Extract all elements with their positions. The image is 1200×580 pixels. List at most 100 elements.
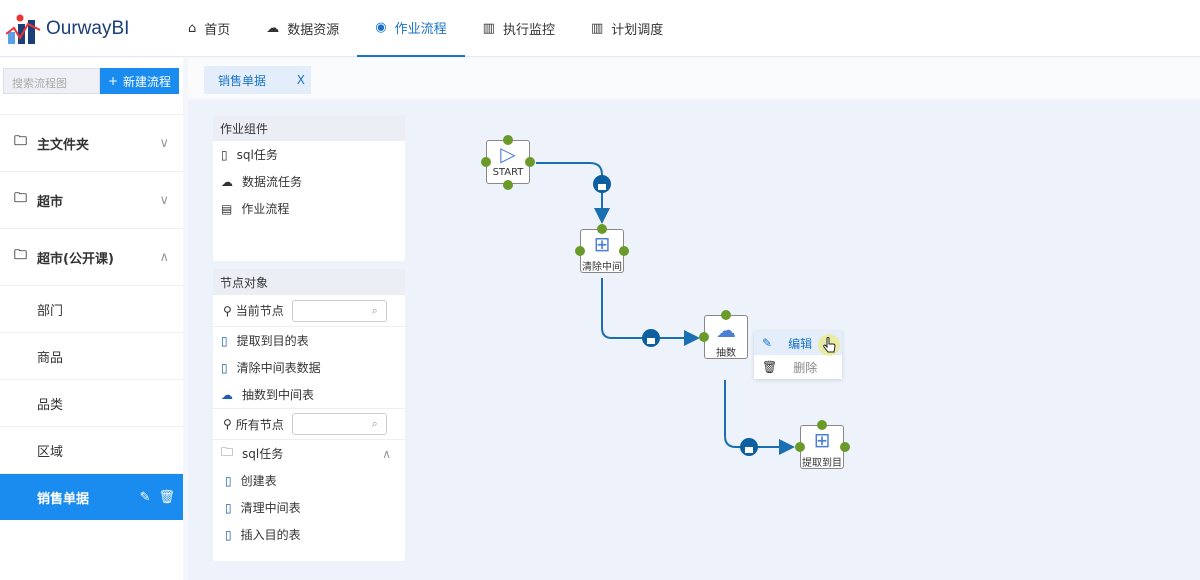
all-node-search[interactable]: ⌕ — [291, 413, 387, 435]
trash-icon[interactable]: 🗑 — [158, 489, 175, 505]
current-node-search[interactable]: ⌕ — [291, 299, 387, 322]
nav-label: 计划调度 — [611, 23, 664, 38]
port[interactable] — [481, 157, 491, 167]
node-label: 插入目的表 — [240, 528, 301, 542]
search-icon: ⌕ — [371, 417, 378, 430]
chart-icon: ▥ — [482, 21, 495, 36]
nav-schedule[interactable]: ▥ 计划调度 — [573, 0, 681, 57]
component-label: 作业流程 — [241, 202, 290, 216]
nav-data-resources[interactable]: ☁数据资源 — [248, 0, 357, 57]
port[interactable] — [795, 442, 805, 452]
flow-label: 销售单据 — [37, 491, 90, 507]
main-nav: ⌂首页 ☁数据资源 ◉作业流程 ▥ 执行监控 ▥ 计划调度 — [170, 0, 681, 57]
folder-main[interactable]: 🗀主文件夹∨ — [0, 114, 183, 171]
node-context-menu: ✎ 编辑 🗑删除 — [754, 331, 842, 379]
node-item[interactable]: ▯创建表 — [213, 467, 405, 494]
node-item[interactable]: ▯提取到目的表 — [213, 327, 405, 354]
hierarchy-icon: ⚲ — [223, 417, 232, 431]
edges — [536, 162, 795, 456]
group-label: sql任务 — [242, 447, 284, 461]
component-dataflow-task[interactable]: ☁数据流任务 — [213, 168, 405, 195]
menu-label: 编辑 — [788, 336, 813, 351]
component-workflow[interactable]: ▤ 作业流程 — [213, 195, 405, 222]
port[interactable] — [699, 332, 709, 342]
edit-icon: ✎ — [762, 336, 773, 350]
logo: OurwayBI — [6, 14, 129, 44]
edit-icon[interactable]: ✎ — [139, 489, 151, 505]
file-icon: ▯ — [221, 360, 228, 375]
chart-icon: ▥ — [590, 21, 604, 36]
all-nodes-label: 所有节点 — [235, 417, 284, 432]
current-nodes-label: 当前节点 — [235, 304, 284, 318]
nav-label: 作业流程 — [394, 22, 447, 37]
panel-title: 节点对象 — [213, 269, 405, 295]
nav-home[interactable]: ⌂首页 — [170, 0, 248, 57]
file-icon: ▯ — [225, 500, 232, 515]
file-icon: ▯ — [221, 333, 228, 348]
port[interactable] — [525, 157, 535, 167]
hand-cursor-icon — [818, 334, 840, 356]
node-label: 清除中间表数据 — [236, 361, 321, 375]
folder-supermarket[interactable]: 🗀超市∨ — [0, 171, 183, 228]
folder-icon: 🗀 — [14, 191, 28, 206]
port[interactable] — [619, 246, 629, 256]
menu-label: 删除 — [793, 360, 818, 375]
nav-monitor[interactable]: ▥ 执行监控 — [465, 0, 573, 57]
node-label: 抽数到中间表 — [242, 388, 315, 402]
port[interactable] — [597, 224, 607, 234]
calendar-icon: ▤ — [221, 201, 233, 216]
play-icon: ▷ — [500, 142, 516, 166]
node-item[interactable]: ▯ 插入目的表 — [213, 521, 405, 548]
node-label: 清理中间表 — [240, 501, 301, 515]
sidebar: 搜索流程图 +新建流程 🗀主文件夹∨ 🗀超市∨ 🗀超市(公开课)∧ 部门 商品 … — [0, 58, 183, 580]
flow-label: 商品 — [37, 350, 64, 366]
flow-label: 品类 — [37, 397, 64, 413]
node-item[interactable]: ☁抽数到中间表 — [213, 381, 405, 408]
port[interactable] — [840, 442, 850, 452]
flow-item[interactable]: 品类 — [0, 379, 183, 426]
folder-label: 主文件夹 — [37, 137, 90, 153]
port[interactable] — [721, 310, 731, 320]
port[interactable] — [503, 180, 513, 190]
flow-node-extract[interactable]: ☁ 抽数 — [704, 315, 748, 359]
cloud-icon: ☁ — [716, 318, 736, 342]
app-name: OurwayBI — [46, 18, 130, 39]
hierarchy-icon: ⚲ — [223, 303, 232, 318]
search-icon: ⌕ — [371, 303, 378, 317]
menu-delete[interactable]: 🗑删除 — [754, 355, 842, 379]
folder-icon: 🗀 — [14, 248, 28, 263]
component-sql-task[interactable]: ▯sql任务 — [213, 141, 405, 168]
folder-supermarket-public[interactable]: 🗀超市(公开课)∧ — [0, 228, 183, 285]
node-group[interactable]: 🗀sql任务∧ — [213, 440, 405, 467]
port[interactable] — [817, 420, 827, 430]
new-flow-button[interactable]: +新建流程 — [100, 68, 179, 94]
flow-item[interactable]: 部门 — [0, 285, 183, 332]
node-item[interactable]: ▯ 清理中间表 — [213, 494, 405, 521]
plus-icon: + — [107, 74, 119, 88]
components-panel: 作业组件 ▯sql任务 ☁数据流任务 ▤作业流程 — [213, 115, 405, 261]
node-label: 创建表 — [240, 474, 277, 488]
node-item[interactable]: ▯ 清除中间表数据 — [213, 354, 405, 381]
flow-item[interactable]: 商品 — [0, 332, 183, 379]
header: OurwayBI ⌂首页 ☁数据资源 ◉作业流程 ▥ 执行监控 ▥ 计划调度 — [0, 0, 1200, 57]
close-icon[interactable]: X — [296, 73, 305, 87]
flow-node-load[interactable]: ⊞提取到目 — [800, 425, 844, 469]
component-label: sql任务 — [236, 148, 278, 162]
port[interactable] — [575, 246, 585, 256]
chevron-up-icon[interactable]: ∧ — [382, 446, 391, 461]
flow-node-clear[interactable]: ⊞清除中间 — [580, 229, 624, 273]
search-input[interactable]: 搜索流程图 — [3, 68, 100, 94]
chevron-down-icon: ∨ — [159, 192, 169, 208]
flow-item[interactable]: 区域 — [0, 426, 183, 473]
port[interactable] — [503, 135, 513, 145]
nav-label: 执行监控 — [502, 23, 555, 38]
file-icon: ▯ — [225, 527, 232, 542]
edge — [601, 278, 700, 346]
plus-box-icon: ⊞ — [593, 232, 611, 256]
nav-workflow[interactable]: ◉作业流程 — [357, 0, 465, 57]
flow-item-selected[interactable]: 销售单据 ✎ 🗑 — [0, 473, 183, 520]
flow-node-start[interactable]: ▷START — [486, 140, 530, 184]
node-label: 抽数 — [716, 348, 736, 359]
edge — [724, 380, 795, 455]
